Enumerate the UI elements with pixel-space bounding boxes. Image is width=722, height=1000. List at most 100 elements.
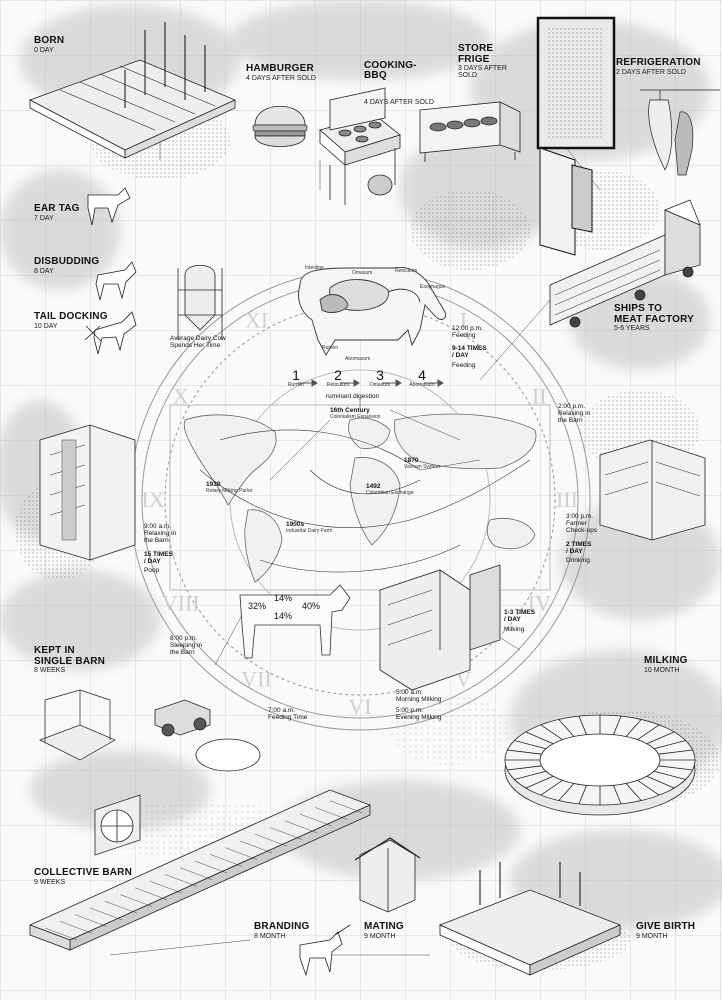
left-barn-illustration — [39, 424, 136, 561]
barn-stall-divider — [299, 813, 333, 827]
barn-stall-divider — [134, 887, 168, 900]
stat-4: 14% — [274, 611, 293, 621]
parlor-stall-divider — [507, 749, 542, 755]
hamburger-illustration — [252, 105, 308, 147]
rotary-milking-parlor-illustration — [504, 714, 696, 816]
mating-shed-illustration — [354, 837, 421, 913]
collective-barn-illustration — [28, 789, 372, 951]
stage-collective: COLLECTIVE BARN 9 WEEKS — [34, 867, 132, 886]
clock-numeral: X — [173, 384, 189, 409]
stage-hamburger-title: HAMBURGER — [246, 63, 314, 74]
barn-stall-divider — [59, 921, 93, 934]
stage-tail-docking-title: TAIL DOCKING — [34, 311, 108, 322]
refrigeration-room-illustration — [536, 16, 616, 256]
time-morning-milking: 5:00 a.m. Morning Milking — [396, 689, 442, 703]
stage-store-sub: 3 DAYS AFTER SOLD — [458, 65, 507, 80]
stage-give-birth-title: GIVE BIRTH — [636, 921, 696, 932]
barn-stall-divider — [194, 860, 228, 874]
digestion-part-esophagus: Esophagus — [420, 284, 446, 290]
bbq-grill-illustration — [319, 87, 401, 205]
time-feeding-morning: 7:00 a.m. Feeding Time — [268, 707, 308, 721]
barn-stall-divider — [149, 880, 183, 894]
parlor-stall-divider — [578, 715, 587, 735]
barn-stall-divider — [284, 820, 318, 833]
stage-ships-sub: 5-6 YEARS — [614, 325, 650, 332]
fan-box-illustration — [94, 794, 141, 856]
drink-times: 2 TIMES / DAY — [566, 541, 592, 555]
stage-refrigeration-title: REFRIGERATION — [616, 57, 701, 68]
stage-ear-tag: EAR TAG 7 DAY — [34, 203, 80, 222]
cow-disbudding-icon — [95, 261, 137, 301]
barn-stall-divider — [89, 907, 123, 921]
stage-ear-tag-sub: 7 DAY — [34, 214, 54, 222]
time-sleeping: 8:00 p.m. Sleeping in the Barn — [170, 635, 203, 656]
stage-branding: BRANDING 8 MONTH — [254, 921, 310, 940]
barn-stall-divider — [44, 927, 78, 941]
parlor-stall-divider — [540, 724, 563, 741]
barn-stall-divider — [104, 901, 138, 914]
stage-born: BORN 0 DAY — [34, 35, 64, 54]
barn-stall-divider — [179, 867, 213, 880]
birth-barn-illustration — [438, 862, 622, 976]
history-16th-century: 16th Century Colonialism Expansion — [330, 407, 381, 420]
stage-collective-title: COLLECTIVE BARN — [34, 867, 132, 878]
stage-refrigeration-sub: 2 DAYS AFTER SOLD — [616, 68, 686, 76]
clock-numeral: IV — [528, 591, 551, 616]
digestion-part-omasum: Omasum — [352, 270, 373, 276]
history-1900s: 1900s Industrial Dairy Farm — [286, 521, 333, 534]
born-barn-illustration — [29, 22, 236, 159]
barn-stall-divider — [209, 854, 243, 867]
parlor-stall-divider — [525, 775, 554, 789]
digestion-arrows — [298, 379, 444, 387]
stage-refrigeration: REFRIGERATION 2 DAYS AFTER SOLD — [616, 57, 701, 76]
barn-stall-divider — [119, 894, 153, 907]
barn-stall-divider — [239, 840, 273, 854]
clock-numeral: VIII — [162, 591, 200, 616]
cattle-truck-illustration — [549, 199, 701, 328]
stage-milking-sub: 10 MONTH — [644, 666, 680, 674]
clock-numeral: XI — [245, 308, 268, 333]
stage-kept: KEPT IN SINGLE BARN 8 WEEKS — [34, 645, 105, 674]
barn-stall-divider — [314, 807, 348, 820]
world-map — [169, 404, 551, 591]
parlor-stall-divider — [625, 783, 642, 801]
stage-milking-title: MILKING — [644, 655, 688, 666]
poop-times: 15 TIMES / DAY — [144, 551, 173, 565]
parlor-stall-divider — [514, 770, 547, 780]
stage-hamburger: HAMBURGER 4 DAYS AFTER SOLD — [246, 63, 316, 82]
stage-collective-sub: 9 WEEKS — [34, 878, 66, 886]
time-evening-milking: 5:00 p.m. Evening Milking — [396, 707, 442, 721]
stage-ear-tag-title: EAR TAG — [34, 203, 80, 214]
digestion-step-3: 3 Omasum — [369, 367, 391, 388]
barn-stall-divider — [74, 914, 108, 927]
parlor-stall-divider — [646, 731, 675, 745]
digestion-part-abomasum: Abomasum — [345, 356, 371, 362]
parlor-stall-divider — [658, 749, 693, 755]
stage-cooking-title: COOKING- BBQ — [364, 59, 417, 82]
clock-numeral: IX — [141, 487, 164, 512]
parlor-stall-divider — [613, 785, 622, 805]
stage-tail-docking: TAIL DOCKING 10 DAY — [34, 311, 108, 330]
stage-hamburger-sub: 4 DAYS AFTER SOLD — [246, 74, 316, 82]
stage-give-birth: GIVE BIRTH 9 MONTH — [636, 921, 696, 940]
hanging-carcass-illustration — [640, 89, 720, 176]
stage-disbudding-sub: 8 DAY — [34, 267, 54, 275]
parlor-stall-divider — [637, 724, 660, 741]
time-relax-barn-right: 2:00 p.m. Relaxing in the Barn — [558, 403, 591, 424]
digestion-part-reticulum: Reticulum — [395, 268, 418, 274]
spends-time-label: Average Dairy Cow Spends Her Time: — [170, 335, 226, 349]
stage-mating: MATING 9 MONTH — [364, 921, 404, 940]
parlor-stall-divider — [625, 719, 642, 737]
stage-mating-title: MATING — [364, 921, 404, 932]
cow-ear-tag-icon — [87, 187, 131, 226]
stat-2: 14% — [274, 593, 293, 603]
clock-numeral: I — [460, 308, 467, 333]
milking-machine-illustration — [379, 564, 501, 691]
stage-give-birth-sub: 9 MONTH — [636, 932, 668, 940]
parlor-stall-divider — [613, 715, 622, 735]
digestion-caption: ruminant digestion — [326, 393, 380, 400]
stage-disbudding-title: DISBUDDING — [34, 256, 100, 267]
digestion-step-4: 4 Abomasum — [409, 367, 435, 388]
barn-stall-divider — [254, 834, 288, 847]
